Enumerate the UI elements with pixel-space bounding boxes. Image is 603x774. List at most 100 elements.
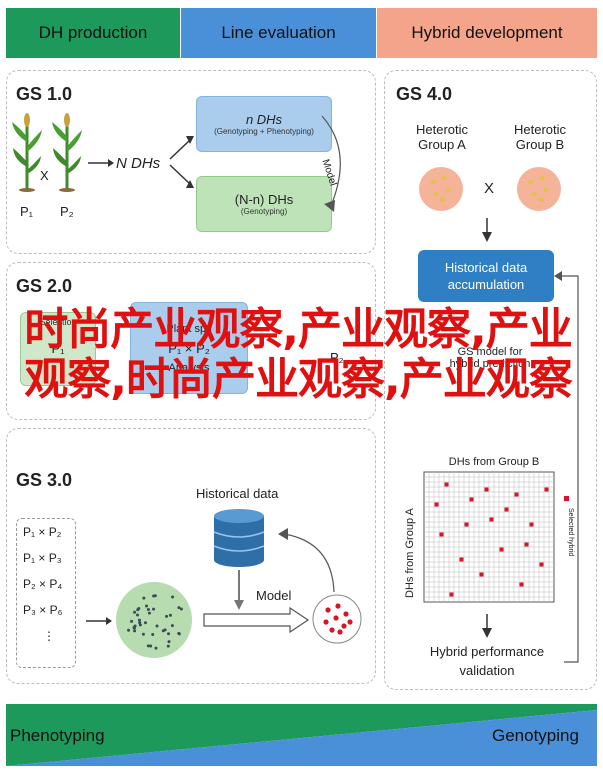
population-dot (143, 621, 147, 625)
population-dot (179, 607, 183, 611)
population-dot (130, 619, 134, 623)
n-dhs-label: N DHs (116, 155, 161, 172)
box-subtitle: (Genotyping) (240, 207, 288, 216)
population-dot (167, 632, 171, 636)
population-dot (127, 628, 131, 632)
population-dot (149, 644, 153, 648)
plant-icon (12, 113, 42, 192)
tab-dh-production: DH production (6, 8, 181, 58)
stage-header: DH production Line evaluation Hybrid dev… (6, 8, 597, 58)
population-circle (116, 582, 192, 658)
population-dot (147, 611, 151, 615)
selected-hybrid-cell (464, 522, 469, 527)
population-dot (171, 595, 175, 599)
validation-label: Hybrid performance validation (429, 644, 545, 678)
population-dot (146, 644, 150, 648)
population-dot (161, 629, 165, 633)
plant-icon (52, 113, 82, 192)
population-dot (133, 610, 137, 614)
box-label: Selection (39, 317, 77, 327)
parent-label: P₂ (60, 204, 74, 219)
selected-hybrid-cell (434, 502, 439, 507)
population-dot (133, 629, 137, 633)
population-dot (137, 618, 141, 622)
parent-label: P₁ (51, 341, 65, 356)
selected-hybrid-cell (499, 547, 504, 552)
selected-hybrid-cell (544, 487, 549, 492)
population-dot (177, 606, 181, 610)
gs-model-label: GS model for hybrid prediction (449, 346, 531, 370)
gs3-title: GS 3.0 (16, 470, 73, 490)
box-label: Analysis (168, 361, 210, 374)
population-dot (165, 614, 169, 618)
selected-hybrid-cell (539, 562, 544, 567)
genotyped-only-box: (N-n) DHs (Genotyping) (196, 176, 332, 232)
parent-label: P₂ (330, 350, 344, 365)
population-dot (152, 594, 156, 598)
overlay-watermark-text: 时尚产业观察,产业观察,产业观察,时尚产业观察,产业观察 (24, 304, 572, 405)
phenotyping-label: Phenotyping (10, 726, 105, 745)
tab-hybrid-development: Hybrid development (377, 8, 597, 58)
cross-symbol: X (484, 180, 495, 197)
box-subtitle: (Genotyping + Phenotyping) (214, 127, 314, 136)
cross-item: P₃ × P₆ (23, 603, 63, 617)
arrow-icon (88, 159, 114, 167)
selection-box: Selection P₁ (20, 312, 96, 386)
population-dot (152, 607, 156, 611)
population-dot (154, 646, 158, 650)
box-label: Historical data accumulation (444, 260, 528, 292)
arrow-icon (86, 617, 112, 625)
cross-label: P₁ × P₂ (168, 340, 210, 356)
population-dot (167, 640, 171, 644)
population-dot (142, 596, 146, 600)
selected-hybrid-cell (479, 572, 484, 577)
down-arrow (482, 614, 492, 638)
population-dot (141, 632, 145, 636)
gs1-title: GS 1.0 (16, 84, 73, 104)
population-dot (146, 607, 150, 611)
selected-hybrid-cell (444, 482, 449, 487)
database-icon (213, 509, 265, 567)
group-b-label: Heterotic Group B (513, 122, 567, 152)
legend-square (564, 496, 569, 501)
dh-group-b-label: DHs from Group B (448, 456, 540, 468)
selected-hybrid-cell (514, 492, 519, 497)
selected-hybrid-cell (519, 582, 524, 587)
selected-hybrid-cell (529, 522, 534, 527)
population-dot (133, 624, 137, 628)
model-curve-arrow (321, 115, 341, 212)
selected-circle (312, 594, 362, 644)
group-a-label: Heterotic Group A (415, 122, 469, 152)
population-dot (151, 633, 155, 637)
historical-data-label: Historical data (196, 486, 279, 501)
gs3-panel (6, 428, 376, 684)
selected-hybrid-cell (439, 532, 444, 537)
selected-hybrid-cell (449, 592, 454, 597)
population-dot (166, 644, 170, 648)
historical-accumulation-box: Historical data accumulation (418, 250, 554, 302)
box-title: (N-n) DHs (234, 192, 294, 207)
seed-circle (517, 167, 561, 211)
feedback-arrow (278, 528, 335, 593)
gs4-title: GS 4.0 (396, 84, 453, 104)
selected-hybrid-cell (459, 557, 464, 562)
cross-item: P₂ × P₄ (23, 577, 63, 591)
down-arrow (234, 570, 244, 610)
split-arrows (169, 136, 194, 188)
selected-hybrid-cell (484, 487, 489, 492)
genotyping-label: Genotyping (492, 726, 579, 745)
box-title: n DHs (245, 112, 283, 127)
population-dot (170, 624, 174, 628)
selected-hybrid-cell (469, 497, 474, 502)
cross-item: ⋮ (43, 629, 55, 643)
population-dot (168, 613, 172, 617)
cross-list: P₁ × P₂ P₁ × P₃ P₂ × P₄ P₃ × P₆ ⋮ (16, 518, 76, 668)
population-dot (138, 621, 142, 625)
down-arrow (482, 218, 492, 242)
population-dot (137, 607, 141, 611)
population-dot (155, 624, 159, 628)
cross-item: P₁ × P₂ (23, 525, 62, 539)
tab-line-evaluation: Line evaluation (181, 8, 377, 58)
hollow-arrow (203, 606, 310, 634)
population-dot (177, 632, 181, 636)
